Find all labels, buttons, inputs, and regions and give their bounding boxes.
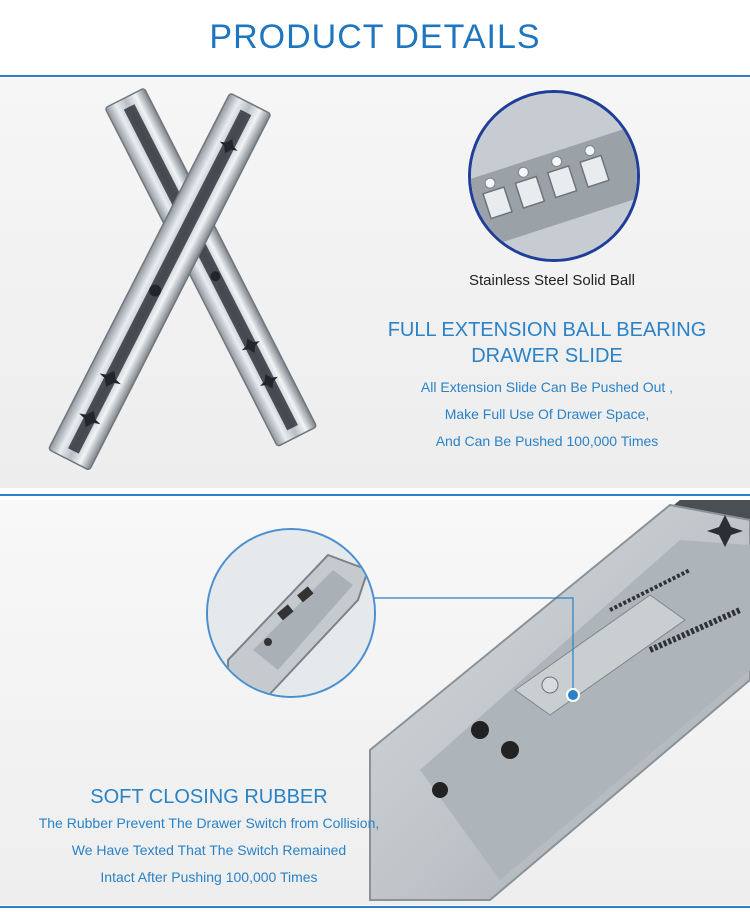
ball-bearing-section: Stainless Steel Solid Ball FULL EXTENSIO…	[0, 78, 750, 488]
soft-closing-desc-line3: Intact After Pushing 100,000 Times	[100, 869, 318, 885]
callout-line	[372, 597, 580, 702]
steel-ball-zoom-image	[468, 90, 640, 262]
page-header: PRODUCT DETAILS	[0, 0, 750, 76]
ball-bearing-desc-line1: All Extension Slide Can Be Pushed Out ,	[420, 379, 674, 395]
soft-close-closeup-graphic	[208, 530, 374, 696]
section-divider	[0, 494, 750, 496]
soft-close-zoom-image	[206, 528, 376, 698]
ball-bearing-title-line1: FULL EXTENSION BALL BEARING	[387, 319, 707, 341]
steel-ball-closeup-graphic	[471, 93, 637, 259]
page-title: PRODUCT DETAILS	[209, 18, 541, 56]
soft-closing-desc-line2: We Have Texted That The Switch Remained	[71, 842, 347, 858]
steel-ball-caption: Stainless Steel Solid Ball	[469, 272, 635, 289]
soft-close-mechanism-image	[369, 500, 750, 901]
ball-bearing-description: All Extension Slide Can Be Pushed Out , …	[372, 374, 722, 455]
soft-closing-description: The Rubber Prevent The Drawer Switch fro…	[0, 810, 418, 891]
ball-bearing-desc-line3: And Can Be Pushed 100,000 Times	[435, 433, 659, 449]
soft-closing-desc-line1: The Rubber Prevent The Drawer Switch fro…	[38, 815, 380, 831]
crossed-drawer-slides-image	[48, 88, 317, 471]
ball-bearing-title-line2: DRAWER SLIDE	[471, 345, 623, 367]
soft-closing-title: SOFT CLOSING RUBBER	[90, 786, 328, 808]
soft-closing-section: SOFT CLOSING RUBBER The Rubber Prevent T…	[0, 500, 750, 905]
ball-bearing-title: FULL EXTENSION BALL BEARING DRAWER SLIDE	[372, 317, 722, 369]
header-divider	[0, 75, 750, 77]
ball-bearing-desc-line2: Make Full Use Of Drawer Space,	[444, 406, 650, 422]
footer-divider	[0, 906, 750, 908]
